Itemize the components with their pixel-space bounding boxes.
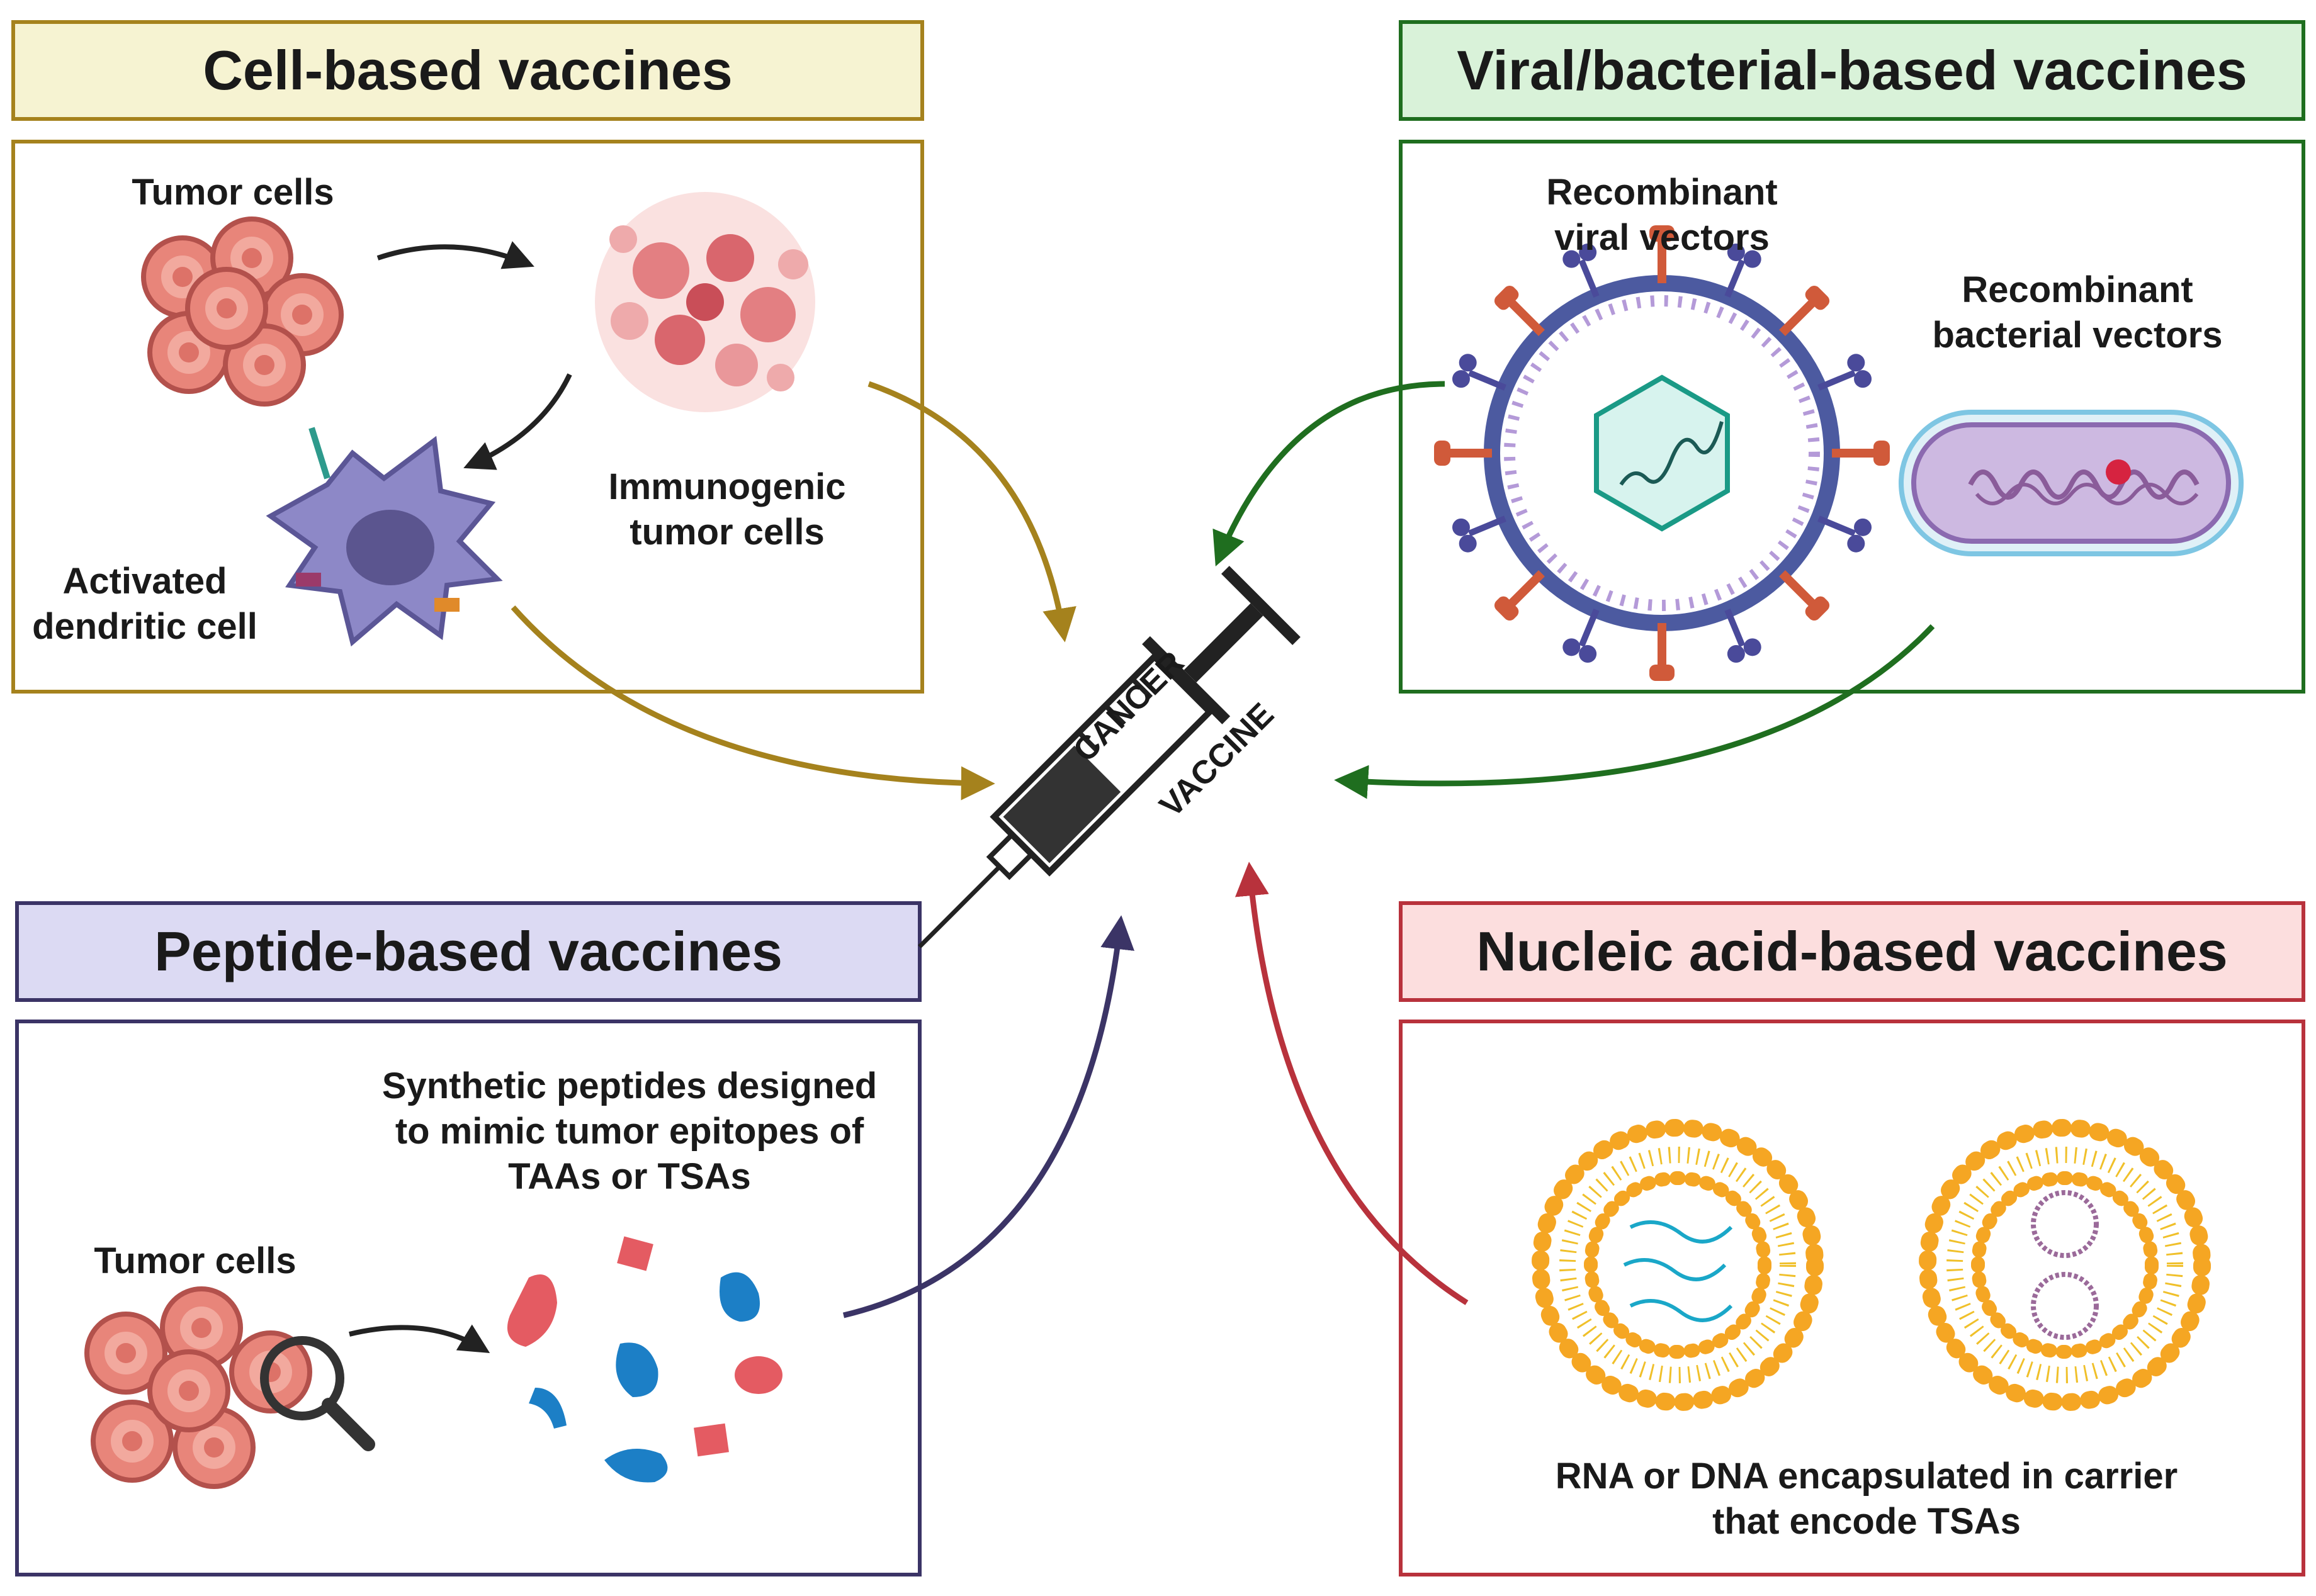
tumor-cells-cluster-icon bbox=[144, 219, 341, 404]
bacterial-arrow-to-vaccine bbox=[1334, 624, 1935, 799]
peptide-based-title: Peptide-based vaccines bbox=[154, 920, 782, 982]
nucleic-arrow-to-vaccine bbox=[1234, 862, 1469, 1305]
peptide-tumor-cells-label: Tumor cells bbox=[94, 1240, 297, 1281]
cell-arrow-to-vaccine-2 bbox=[511, 605, 995, 801]
cancer-vaccine-syringe-icon bbox=[918, 566, 1301, 948]
bacterial-vector-icon bbox=[1899, 410, 2244, 556]
peptide-arrow-to-vaccine bbox=[842, 915, 1135, 1318]
peptide-desc-line3: TAAs or TSAs bbox=[508, 1156, 751, 1197]
immunogenic-tumor-cells-icon bbox=[595, 192, 815, 412]
immunogenic-label-line2: tumor cells bbox=[630, 512, 825, 553]
peptide-based-header: Peptide-based vaccines bbox=[15, 901, 922, 1002]
peptide-desc-line2: to mimic tumor epitopes of bbox=[395, 1111, 864, 1152]
cell-arrow-to-vaccine-1 bbox=[867, 381, 1076, 643]
rna-carrier-icon bbox=[1532, 1119, 1824, 1411]
peptide-based-panel bbox=[15, 1020, 922, 1576]
viral-bacterial-title: Viral/bacterial-based vaccines bbox=[1457, 39, 2247, 101]
cell-based-title: Cell-based vaccines bbox=[203, 39, 733, 101]
tumor-to-peptides-arrow bbox=[349, 1324, 490, 1354]
nucleic-desc-line2: that encode TSAs bbox=[1712, 1501, 2021, 1542]
dendritic-label-line2: dendritic cell bbox=[32, 606, 257, 647]
cell-based-header: Cell-based vaccines bbox=[11, 20, 924, 121]
bacterial-vectors-label-line1: Recombinant bbox=[1962, 269, 2193, 310]
viral-vector-icon bbox=[1434, 225, 1890, 681]
dna-carrier-icon bbox=[1919, 1119, 2211, 1411]
immunogenic-to-dendritic-arrow bbox=[463, 373, 572, 470]
peptide-desc-line1: Synthetic peptides designed bbox=[381, 1065, 878, 1106]
viral-arrow-to-vaccine bbox=[1212, 381, 1445, 566]
dendritic-label-line1: Activated bbox=[62, 561, 227, 602]
nucleic-acid-header: Nucleic acid-based vaccines bbox=[1399, 901, 2305, 1002]
viral-vectors-label-line1: Recombinant bbox=[1546, 172, 1778, 213]
magnifier-icon bbox=[260, 1336, 375, 1451]
cell-tumor-cells-label: Tumor cells bbox=[132, 172, 334, 213]
immunogenic-label-line1: Immunogenic bbox=[608, 466, 846, 507]
viral-bacterial-header: Viral/bacterial-based vaccines bbox=[1399, 20, 2305, 121]
bacterial-vectors-label-line2: bacterial vectors bbox=[1932, 315, 2223, 356]
dendritic-cell-icon bbox=[266, 427, 503, 647]
nucleic-acid-title: Nucleic acid-based vaccines bbox=[1476, 920, 2228, 982]
tumor-to-immunogenic-arrow bbox=[376, 241, 534, 269]
nucleic-desc-line1: RNA or DNA encapsulated in carrier bbox=[1555, 1456, 2178, 1497]
tumor-cells-cluster-icon-peptide bbox=[87, 1289, 310, 1486]
viral-vectors-label-line2: viral vectors bbox=[1554, 217, 1770, 258]
peptides-icon bbox=[507, 1236, 782, 1483]
